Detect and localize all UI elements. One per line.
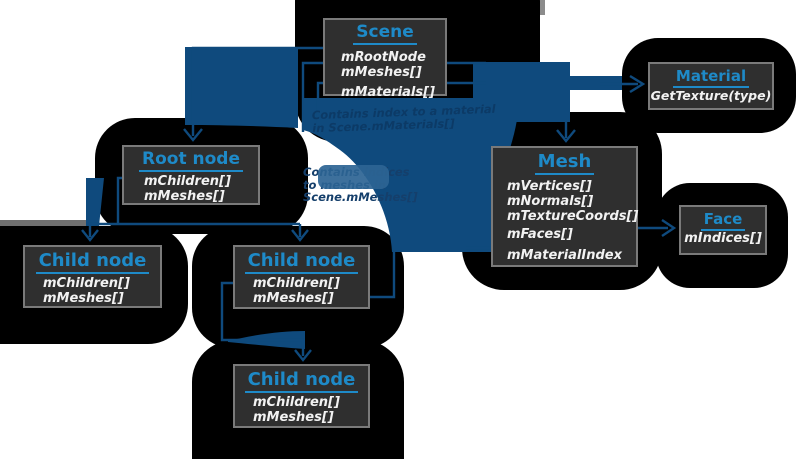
scene-member-mmeshes: mMeshes[] — [341, 64, 422, 80]
mesh-member-mfaces: mFaces[] — [507, 226, 573, 242]
connector-blob-left-of-scene — [185, 47, 298, 128]
child2-member-mmeshes: mMeshes[] — [253, 290, 334, 306]
material-title: Material — [650, 67, 772, 88]
line-child2-to-child3 — [220, 281, 305, 356]
mesh-member-mvertices: mVertices[] — [507, 178, 592, 194]
mesh-member-mnormals: mNormals[] — [507, 193, 594, 209]
child2-member-mchildren: mChildren[] — [253, 275, 340, 291]
artifact-gray-band-left — [0, 220, 90, 230]
mesh-member-mtexturecoords: mTextureCoords[] — [507, 208, 639, 224]
arrowhead-into-rootnode-icon — [183, 128, 203, 142]
mesh-class-box: Mesh mVertices[] mNormals[] mTextureCoor… — [491, 146, 638, 267]
connector-wedge-root-children — [86, 178, 104, 226]
material-member-gettexture: GetTexture(type) — [650, 88, 772, 104]
scene-class-box: Scene mRootNode mMeshes[] mMaterials[] — [323, 18, 447, 100]
root-member-mchildren: mChildren[] — [144, 173, 231, 189]
face-class-box: Face mIndices[] — [679, 205, 767, 255]
scene-title: Scene — [325, 22, 445, 45]
arrowhead-into-face-icon — [661, 219, 677, 237]
line-child2-mmeshes-up — [370, 246, 396, 299]
connector-blob-right-of-scene — [473, 62, 622, 122]
child-node-2-class-box: Child node mChildren[] mMeshes[] — [233, 245, 370, 309]
child-node-3-class-box: Child node mChildren[] mMeshes[] — [233, 364, 370, 428]
root-node-title: Root node — [124, 149, 258, 172]
child-node-1-title: Child node — [25, 250, 160, 274]
mesh-title: Mesh — [493, 151, 636, 175]
child1-member-mmeshes: mMeshes[] — [43, 290, 124, 306]
root-member-mmeshes: mMeshes[] — [144, 188, 225, 204]
child3-member-mmeshes: mMeshes[] — [253, 409, 334, 425]
arrowhead-into-child2-icon — [291, 224, 309, 242]
child3-member-mchildren: mChildren[] — [253, 394, 340, 410]
arrowhead-into-child1-icon — [81, 224, 99, 242]
child-node-1-class-box: Child node mChildren[] mMeshes[] — [23, 245, 162, 308]
mesh-index-note-line3: Scene.mMeshes[] — [303, 190, 418, 204]
child-node-2-title: Child node — [235, 250, 368, 274]
root-node-class-box: Root node mChildren[] mMeshes[] — [122, 145, 260, 205]
arrowhead-into-child3-icon — [294, 349, 312, 362]
mesh-index-note-overlay-blob — [318, 165, 389, 189]
mesh-member-mmaterialindex: mMaterialIndex — [507, 247, 622, 263]
face-member-mindices: mIndices[] — [684, 231, 762, 247]
connector-blob-below-scene — [303, 98, 519, 252]
line-into-scene-mmeshes — [301, 61, 330, 132]
line-mrootnode-to-rootnode — [191, 46, 323, 136]
material-class-box: Material GetTexture(type) — [648, 62, 774, 110]
scene-member-mrootnode: mRootNode — [341, 49, 426, 65]
scene-member-mmaterials: mMaterials[] — [341, 84, 436, 100]
face-title: Face — [681, 210, 765, 231]
child1-member-mchildren: mChildren[] — [43, 275, 130, 291]
arrowhead-into-material-icon — [629, 74, 646, 94]
arrowhead-into-mesh-icon — [556, 129, 576, 143]
child-node-3-title: Child node — [235, 369, 368, 393]
